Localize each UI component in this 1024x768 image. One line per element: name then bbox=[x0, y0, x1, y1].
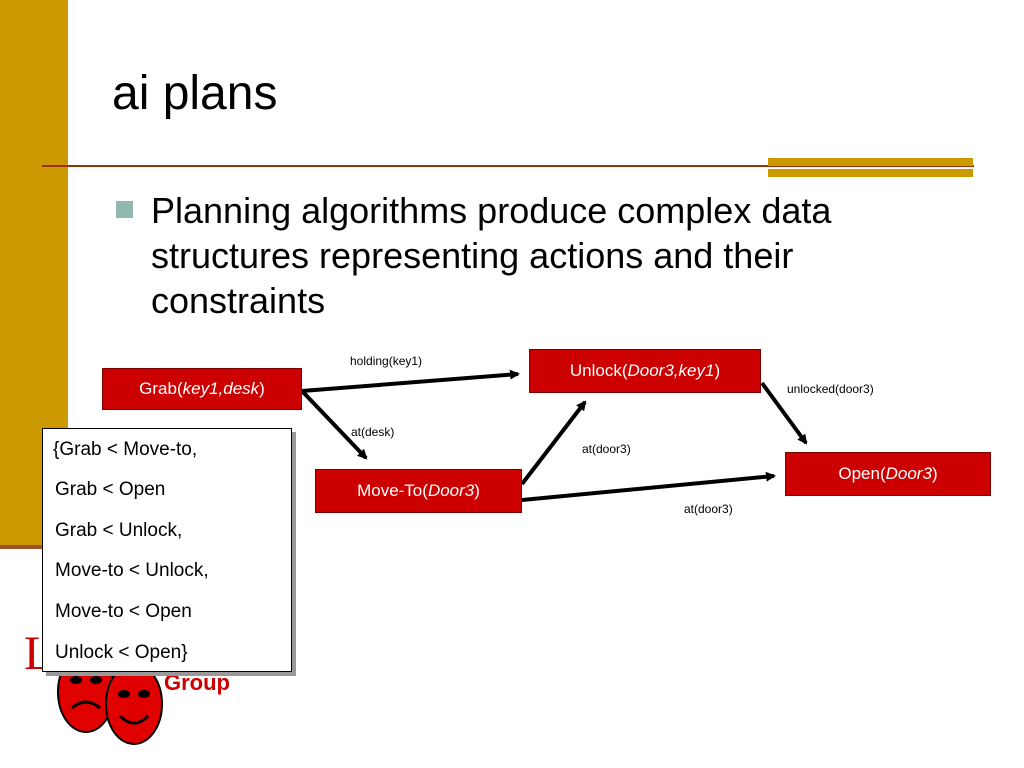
node-grab-close: ) bbox=[259, 379, 265, 398]
divider-accent-bottom bbox=[768, 169, 973, 177]
edge-label-at-door3-upper: at(door3) bbox=[582, 442, 631, 456]
constraint-line: Grab < Open bbox=[55, 479, 166, 500]
edge-label-unlocked: unlocked(door3) bbox=[787, 382, 874, 396]
edge-moveto-unlock bbox=[520, 400, 587, 486]
ordering-constraints-box: {Grab < Move-to, Grab < Open Grab < Unlo… bbox=[42, 428, 292, 672]
node-moveto-name: Move-To( bbox=[357, 481, 428, 500]
node-grab: Grab(key1,desk) bbox=[102, 368, 302, 410]
edge-label-holding: holding(key1) bbox=[350, 354, 423, 368]
edge-grab-moveto bbox=[300, 389, 368, 460]
node-unlock-close: ) bbox=[714, 361, 721, 380]
node-open-close: ) bbox=[931, 464, 938, 483]
node-grab-name: Grab( bbox=[139, 379, 183, 398]
sidebar-rule bbox=[0, 545, 68, 549]
node-moveto-close: ) bbox=[474, 481, 480, 500]
constraint-line: Move-to < Unlock, bbox=[55, 560, 209, 581]
bullet-text: Planning algorithms produce complex data… bbox=[151, 190, 832, 321]
constraint-line: {Grab < Move-to, bbox=[53, 439, 198, 460]
edge-grab-unlock bbox=[301, 369, 520, 393]
logo-group-text: Group bbox=[164, 670, 230, 695]
edge-unlock-open bbox=[760, 381, 808, 445]
node-moveto-args: Door3 bbox=[427, 481, 475, 500]
constraint-line: Unlock < Open} bbox=[55, 642, 188, 663]
node-unlock-args: Door3,key1 bbox=[627, 361, 715, 380]
node-open-args: Door3 bbox=[885, 464, 932, 483]
edge-label-at-door3-lower: at(door3) bbox=[684, 502, 733, 516]
constraint-line: Grab < Unlock, bbox=[55, 520, 183, 541]
node-unlock: Unlock(Door3,key1) bbox=[529, 349, 761, 393]
slide-title: ai plans bbox=[112, 67, 278, 120]
node-open: Open(Door3) bbox=[785, 452, 991, 496]
edge-label-at-desk: at(desk) bbox=[351, 425, 395, 439]
constraint-line: Move-to < Open bbox=[55, 601, 192, 622]
divider-accent-top bbox=[768, 158, 973, 166]
title-divider bbox=[42, 165, 974, 167]
node-open-name: Open( bbox=[838, 464, 886, 483]
node-moveto: Move-To(Door3) bbox=[315, 469, 522, 513]
node-unlock-name: Unlock( bbox=[569, 361, 628, 380]
theater-masks-icon bbox=[57, 651, 163, 745]
node-grab-args: key1,desk bbox=[182, 379, 260, 398]
edge-moveto-open bbox=[521, 471, 776, 502]
bullet-square-icon bbox=[116, 201, 133, 218]
